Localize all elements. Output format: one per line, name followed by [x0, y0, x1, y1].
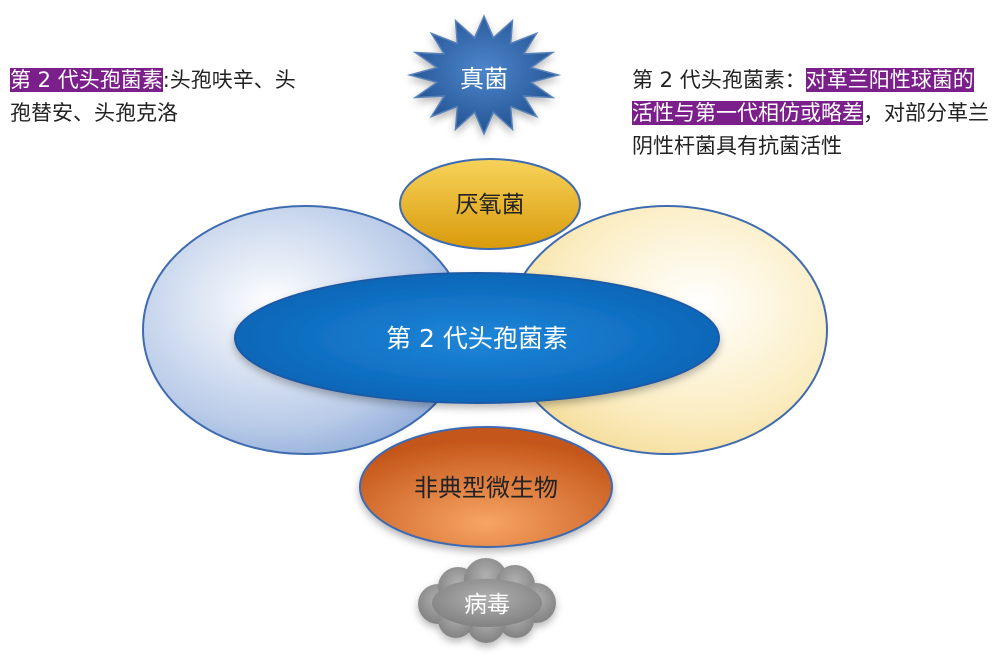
fungi-star-shape: [406, 14, 562, 136]
right-annotation-suffix: ，对部分革兰阴性杆菌具有抗菌活性: [632, 101, 989, 158]
right-annotation: 第 2 代头孢菌素：对革兰阳性球菌的活性与第一代相仿或略差，对部分革兰阴性杆菌具…: [632, 64, 994, 163]
center-node: 第 2 代头孢菌素: [234, 272, 720, 404]
center-ellipse: [234, 272, 720, 404]
virus-label: 病毒: [464, 592, 510, 618]
atypical-ellipse: [359, 426, 613, 548]
fungi-label: 真菌: [460, 65, 508, 93]
fungi-star: 真菌: [406, 14, 562, 136]
left-annotation-text: :头孢呋辛、头孢替安、头孢克洛: [10, 68, 296, 125]
virus-cloud-shape: [418, 558, 556, 643]
center-label: 第 2 代头孢菌素: [386, 324, 568, 353]
left-annotation: 第 2 代头孢菌素:头孢呋辛、头孢替安、头孢克洛: [10, 64, 310, 130]
atypical-label: 非典型微生物: [414, 474, 558, 502]
anaerobe-node: 厌氧菌: [399, 158, 581, 250]
anaerobe-label: 厌氧菌: [456, 192, 525, 218]
right-annotation-prefix: 第 2 代头孢菌素：: [632, 68, 806, 92]
virus-cloud: 病毒: [418, 558, 556, 643]
atypical-node: 非典型微生物: [359, 426, 613, 548]
anaerobe-ellipse: [399, 158, 581, 250]
left-annotation-highlight: 第 2 代头孢菌素: [10, 68, 163, 92]
